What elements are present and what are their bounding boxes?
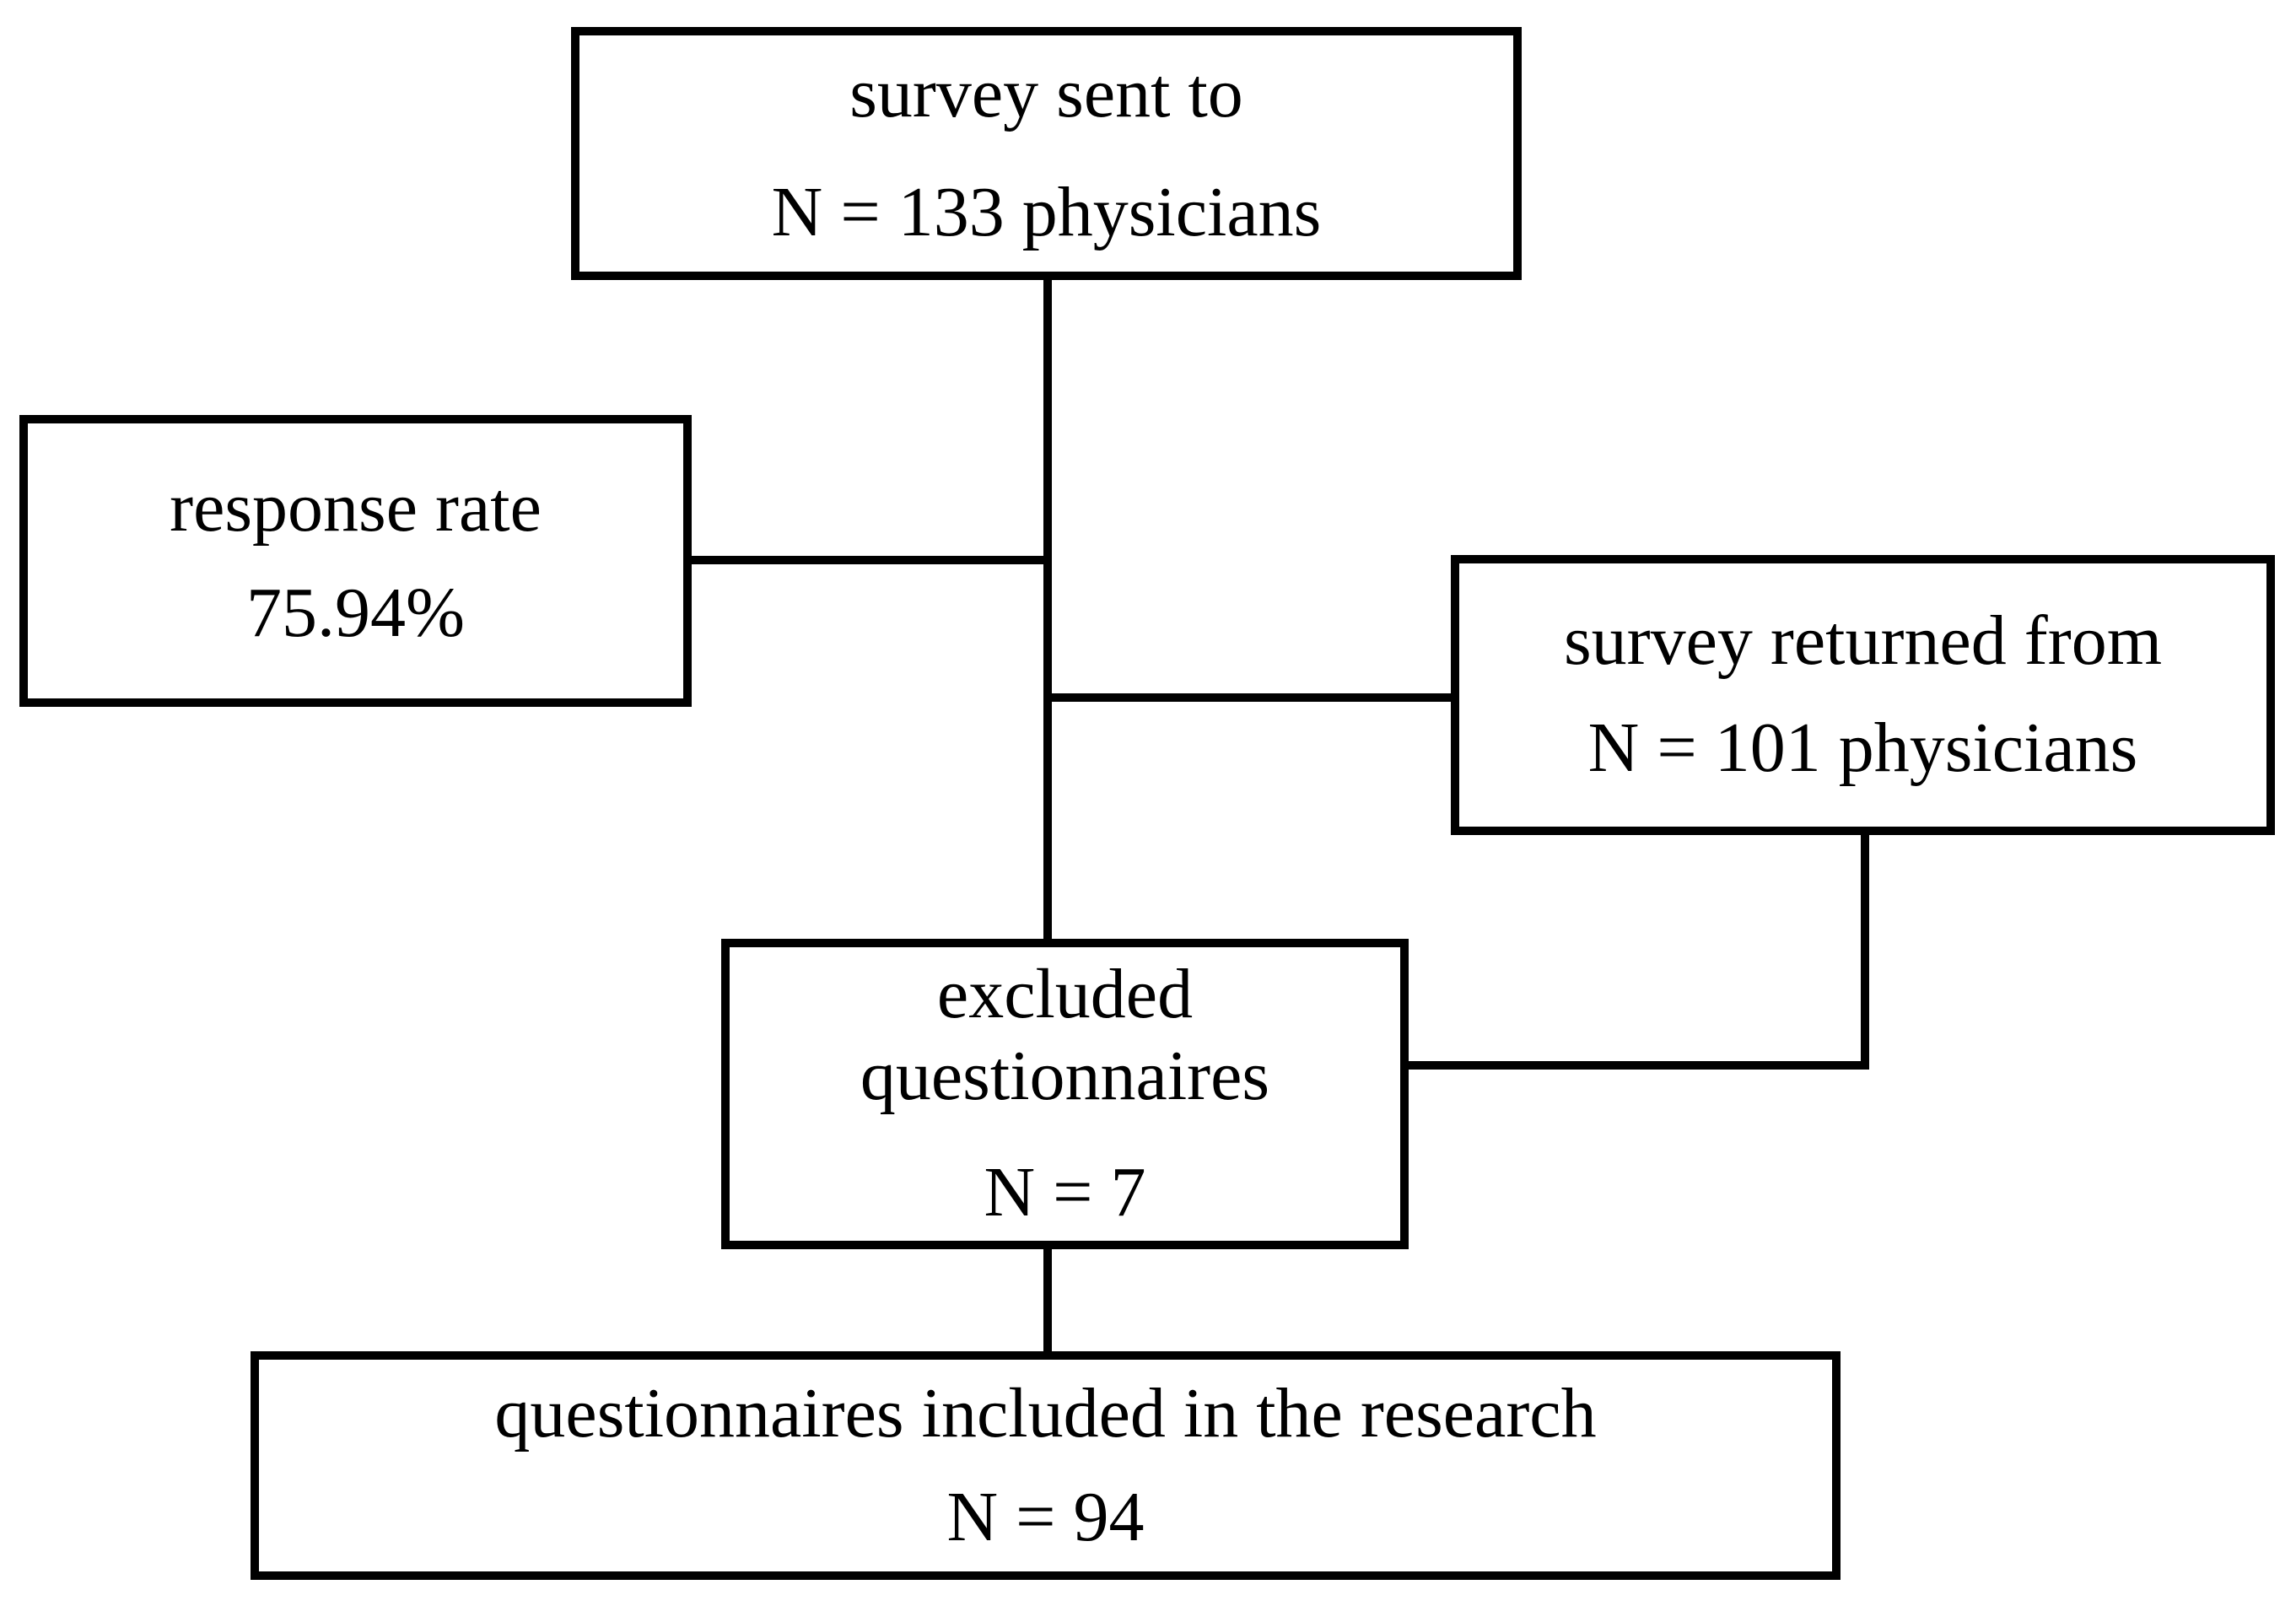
box-included-questionnaires: questionnaires included in the research … [251, 1351, 1841, 1580]
box-survey-returned-title: survey returned from [1563, 601, 2163, 681]
connector-excluded-to-included [1043, 1245, 1052, 1355]
box-excluded-questionnaires-title: excluded questionnaires [860, 955, 1270, 1115]
connector-returned-down [1861, 831, 1869, 1070]
box-excluded-questionnaires: excluded questionnaires N = 7 [721, 939, 1409, 1249]
box-excluded-questionnaires-value: N = 7 [984, 1153, 1146, 1232]
box-response-rate-title: response rate [170, 468, 542, 547]
box-survey-sent: survey sent to N = 133 physicians [571, 27, 1522, 280]
box-response-rate-value: 75.94% [246, 574, 465, 652]
box-survey-sent-value: N = 133 physicians [771, 173, 1322, 251]
box-response-rate: response rate 75.94% [19, 415, 692, 707]
box-survey-sent-title: survey sent to [849, 54, 1243, 133]
box-survey-returned-value: N = 101 physicians [1587, 709, 2138, 787]
connector-response-rate-branch [687, 556, 1052, 564]
box-included-questionnaires-value: N = 94 [946, 1477, 1145, 1556]
box-survey-returned: survey returned from N = 101 physicians [1451, 555, 2275, 835]
connector-returned-to-excluded [1403, 1061, 1869, 1070]
connector-returned-branch [1043, 693, 1455, 702]
box-included-questionnaires-title: questionnaires included in the research [494, 1373, 1597, 1452]
connector-sent-to-excluded [1043, 278, 1052, 943]
